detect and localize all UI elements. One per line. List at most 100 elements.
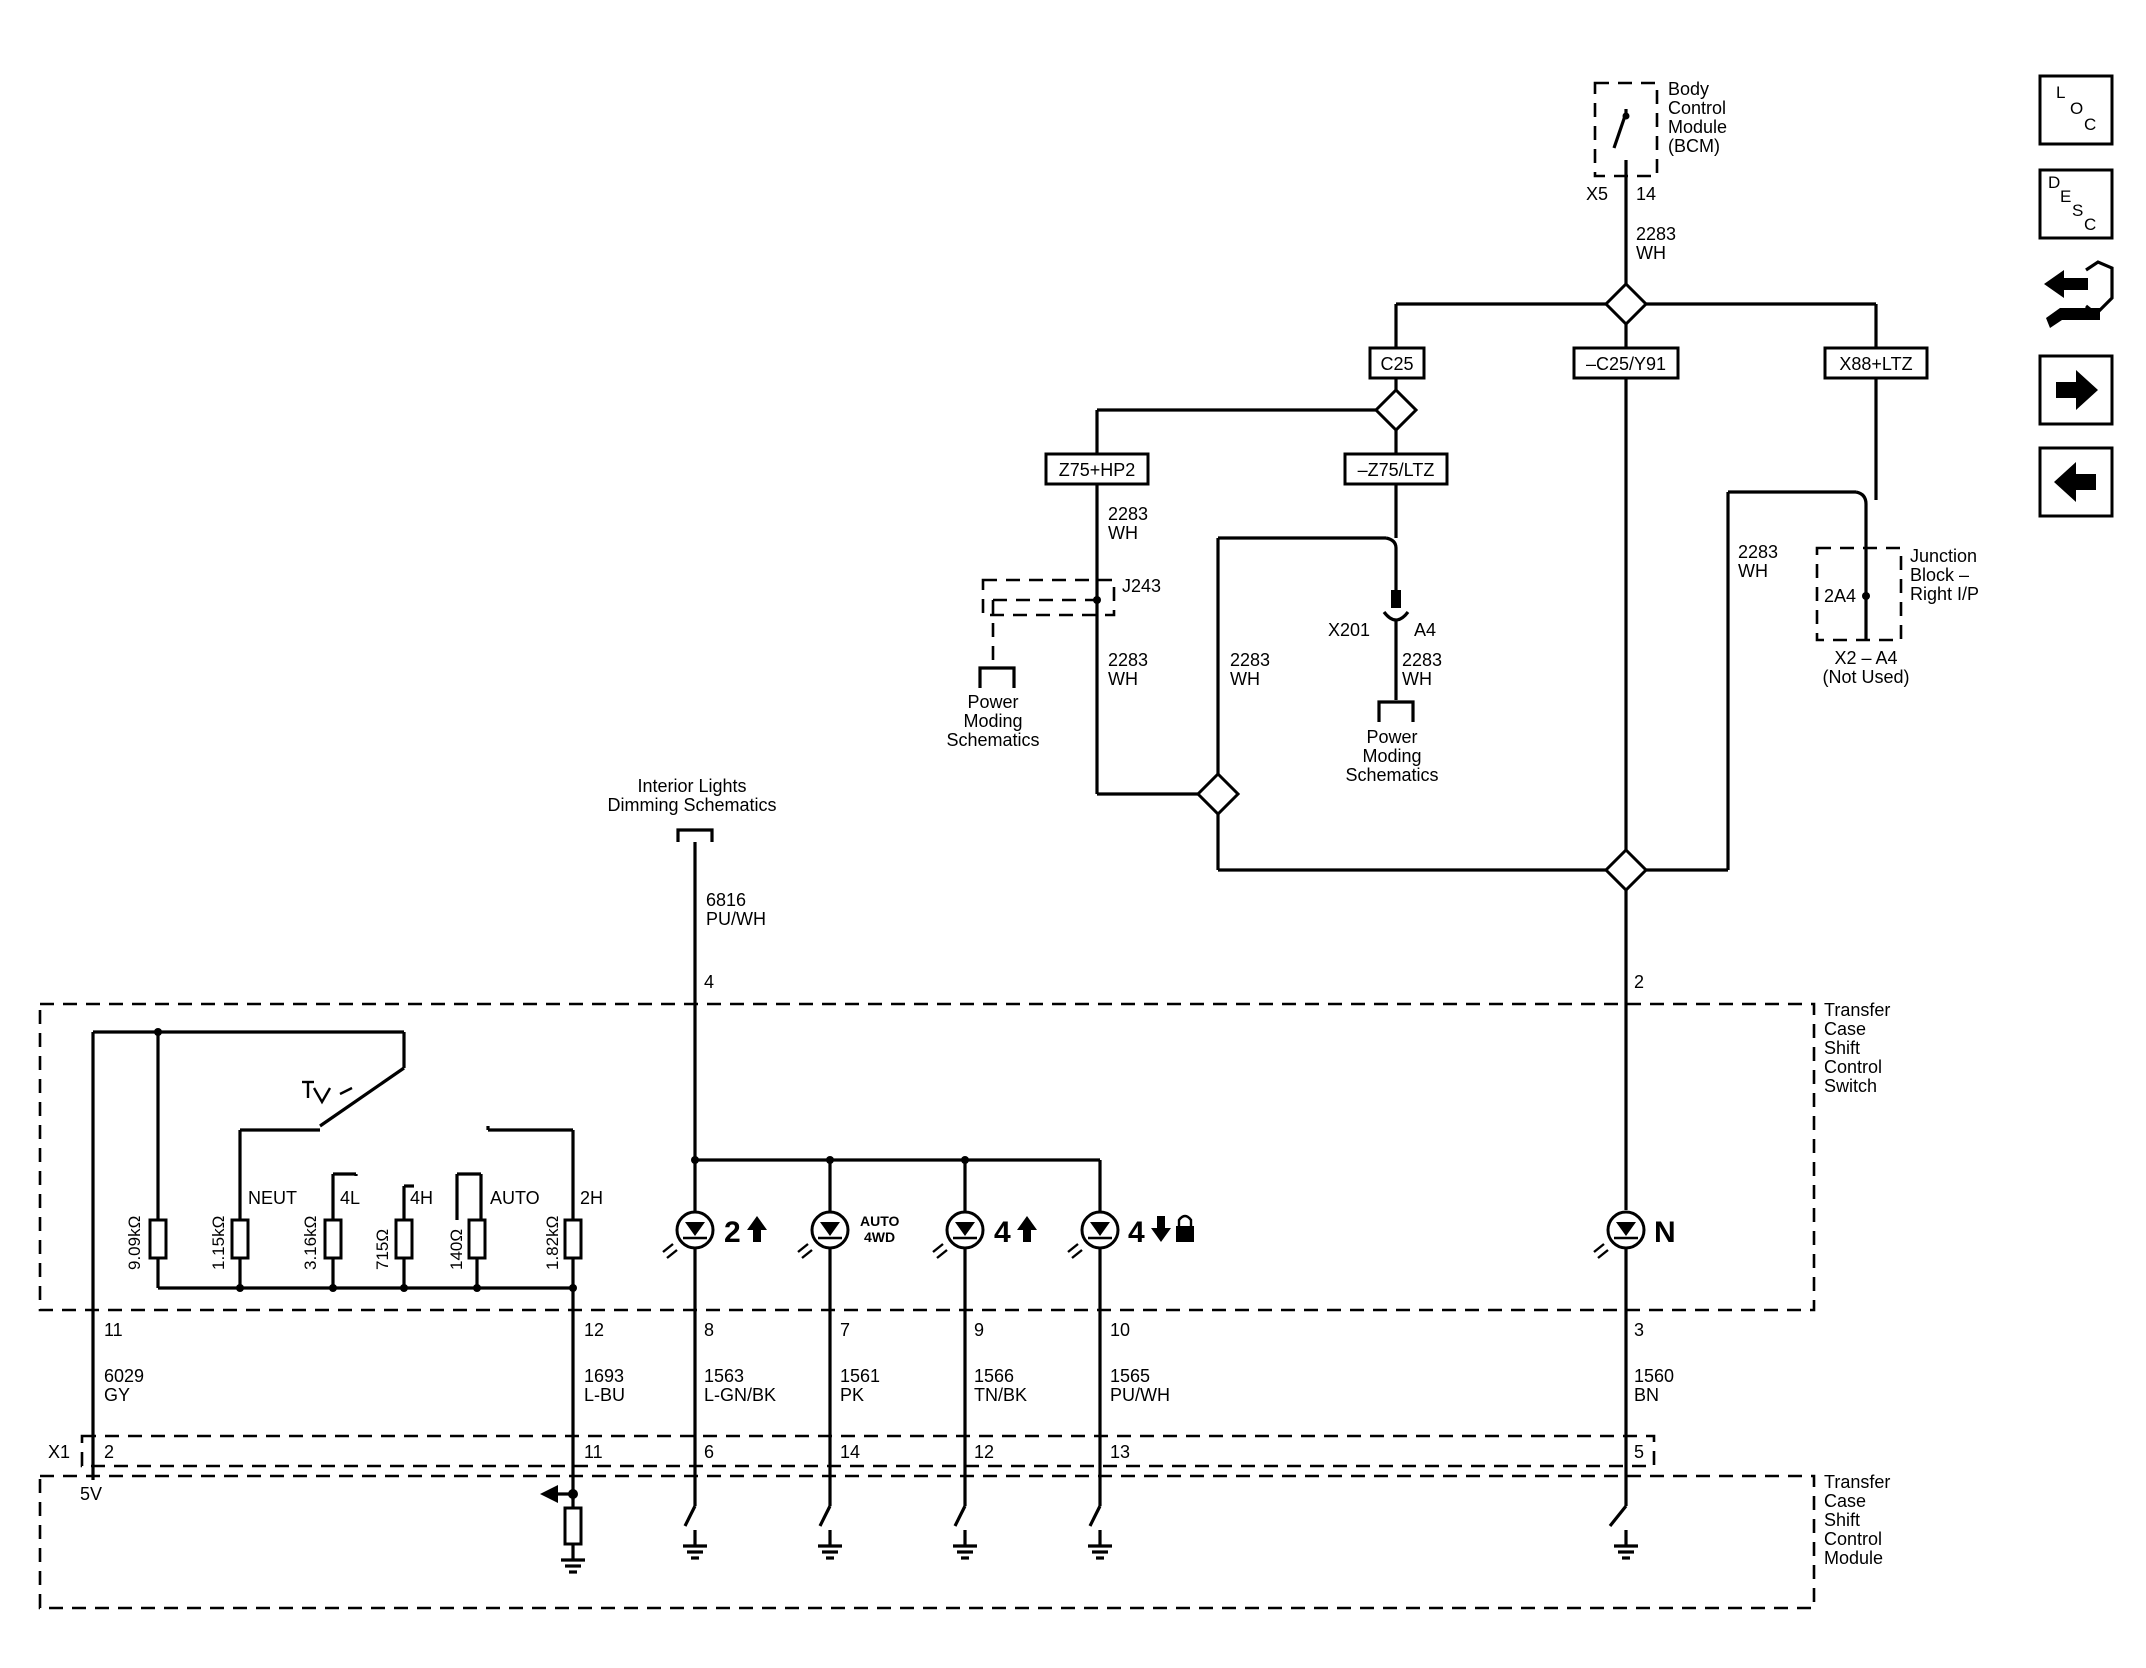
- module-title-1: Transfer: [1824, 1472, 1890, 1492]
- splice-c25: [1373, 387, 1419, 433]
- x1-pin-5: 5: [1634, 1442, 1644, 1462]
- circuit-bcm-color: WH: [1636, 243, 1666, 263]
- x201-connector: X201: [1328, 620, 1370, 640]
- bcm-pin: 14: [1636, 184, 1656, 204]
- circuit-z75-color: WH: [1108, 523, 1138, 543]
- desc-letter-s: S: [2072, 201, 2083, 220]
- switch-title-3: Shift: [1824, 1038, 1860, 1058]
- interior-lights-1: Interior Lights: [637, 776, 746, 796]
- circuit-interior-color: PU/WH: [706, 909, 766, 929]
- power-moding-right-1: Power: [1366, 727, 1417, 747]
- switch-title-4: Control: [1824, 1057, 1882, 1077]
- desc-letter-e: E: [2060, 187, 2071, 206]
- x201-pin-label: A4: [1414, 620, 1436, 640]
- led-auto4wd: [797, 1210, 850, 1259]
- circuit-z75-number: 2283: [1108, 504, 1148, 524]
- option-not-z75-ltz: –Z75/LTZ: [1358, 460, 1435, 480]
- transfer-case-module-box: [38, 1474, 1816, 1610]
- circuit-right-color: WH: [1738, 561, 1768, 581]
- x1-pin-11: 11: [584, 1442, 603, 1462]
- option-z75-hp2-box: [1044, 452, 1150, 486]
- option-not-c25-y91-box: [1572, 346, 1680, 380]
- position-4l: 4L: [340, 1188, 360, 1208]
- circuit-interior-number: 6816: [706, 890, 746, 910]
- option-not-z75-ltz-box: [1343, 452, 1449, 486]
- connector-view-icon[interactable]: [2044, 260, 2114, 328]
- resistor-network: [91, 1028, 583, 1500]
- previous-arrow-icon[interactable]: [2038, 446, 2114, 518]
- next-arrow-icon[interactable]: [2038, 354, 2114, 426]
- indicator-2high-number: 2: [724, 1216, 741, 1249]
- up-arrow-icon: [747, 1216, 767, 1242]
- wire-1561-number: 1561: [840, 1366, 880, 1386]
- led-4low: [1067, 1210, 1120, 1259]
- option-c25: C25: [1380, 354, 1413, 374]
- module-title-5: Module: [1824, 1548, 1883, 1568]
- x1-connector: X1 2 11 6 14 12 13 5: [48, 1434, 1656, 1468]
- module-low-side-drivers: [683, 1458, 1638, 1560]
- switch-pin-9: 9: [974, 1320, 984, 1340]
- module-supply: 5V: [80, 1484, 102, 1504]
- resistor-3-value: 3.16kΩ: [301, 1216, 320, 1270]
- up-arrow-icon: [1017, 1216, 1037, 1242]
- resistor-5-value: 140Ω: [447, 1229, 466, 1270]
- led-neutral: [1593, 1210, 1646, 1259]
- down-arrow-icon: [1151, 1216, 1171, 1242]
- circuit-x201-color: WH: [1402, 669, 1432, 689]
- bcm-title-3: Module: [1668, 117, 1727, 137]
- junction-title-1: Junction: [1910, 546, 1977, 566]
- module-title-3: Shift: [1824, 1510, 1860, 1530]
- resistor-1-value: 9.09kΩ: [125, 1216, 144, 1270]
- wire-1693-number: 1693: [584, 1366, 624, 1386]
- splice-top: [1603, 281, 1649, 327]
- loc-icon[interactable]: L O C: [2038, 74, 2114, 146]
- wire-1566-number: 1566: [974, 1366, 1014, 1386]
- switch-pin-8: 8: [704, 1320, 714, 1340]
- junction-connector-1: X2 – A4: [1834, 648, 1897, 668]
- x1-pin-14: 14: [840, 1442, 860, 1462]
- junction-block: 2A4 Junction Block – Right I/P X2 – A4 (…: [1815, 546, 1979, 687]
- resistor-4-value: 715Ω: [373, 1229, 392, 1270]
- option-z75-hp2: Z75+HP2: [1059, 460, 1136, 480]
- junction-connector-2: (Not Used): [1822, 667, 1909, 687]
- option-not-c25-y91: –C25/Y91: [1586, 354, 1666, 374]
- x1-pin-13: 13: [1110, 1442, 1130, 1462]
- x1-pin-6: 6: [704, 1442, 714, 1462]
- circuit-j243-color: WH: [1108, 669, 1138, 689]
- wire-6029-number: 6029: [104, 1366, 144, 1386]
- power-moding-right: Power Moding Schematics: [1345, 700, 1439, 785]
- x1-label: X1: [48, 1442, 70, 1462]
- position-2h: 2H: [580, 1188, 603, 1208]
- led-4high: [932, 1210, 985, 1259]
- desc-icon[interactable]: D E S C: [2038, 168, 2114, 240]
- led-2high: [662, 1210, 715, 1259]
- junction-title-2: Block –: [1910, 565, 1969, 585]
- power-moding-left-2: Moding: [963, 711, 1022, 731]
- body-control-module: Body Control Module (BCM) X5 14: [1586, 79, 1727, 204]
- junction-title-3: Right I/P: [1910, 584, 1979, 604]
- junction-pin: 2A4: [1824, 586, 1856, 606]
- desc-letter-d: D: [2048, 173, 2060, 192]
- wire-1566-color: TN/BK: [974, 1385, 1027, 1405]
- wire-1561-color: PK: [840, 1385, 864, 1405]
- circuit-x201-number: 2283: [1402, 650, 1442, 670]
- indicator-4low-number: 4: [1128, 1216, 1145, 1249]
- circuit-mid-left-color: WH: [1230, 669, 1260, 689]
- x201-socket: [1382, 610, 1410, 622]
- loc-letter-l: L: [2056, 83, 2065, 102]
- circuit-mid-left-number: 2283: [1230, 650, 1270, 670]
- lock-icon: [1176, 1214, 1194, 1242]
- desc-letter-c: C: [2084, 215, 2096, 234]
- switch-title-5: Switch: [1824, 1076, 1877, 1096]
- circuit-bcm-number: 2283: [1636, 224, 1676, 244]
- position-neut: NEUT: [248, 1188, 297, 1208]
- circuit-j243-number: 2283: [1108, 650, 1148, 670]
- splice-lower-left: [1195, 771, 1241, 817]
- resistor-6-value: 1.82kΩ: [543, 1216, 562, 1270]
- switch-pin-interior: 4: [704, 972, 714, 992]
- loc-letter-o: O: [2070, 99, 2083, 118]
- wire-1565-color: PU/WH: [1110, 1385, 1170, 1405]
- power-moding-right-2: Moding: [1362, 746, 1421, 766]
- bcm-title-1: Body: [1668, 79, 1709, 99]
